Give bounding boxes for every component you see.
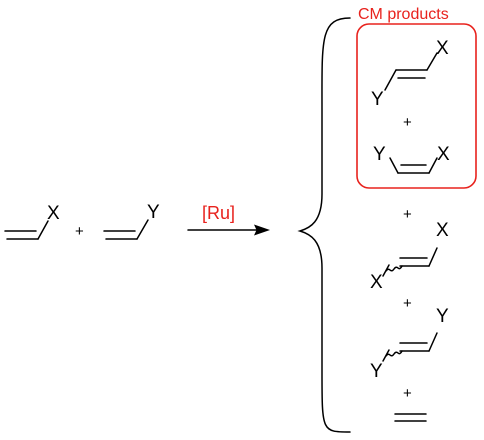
products-brace — [297, 17, 351, 433]
cm-product-trans: X Y — [371, 38, 449, 110]
cm-cis-x-label: X — [437, 144, 450, 165]
reactant2-substituent: Y — [147, 202, 160, 223]
cm-trans-y-label: Y — [371, 89, 384, 110]
cm-product-cis: Y X — [373, 144, 450, 174]
homo-y-top-label: Y — [436, 306, 449, 327]
cm-products-highlight-box — [356, 23, 477, 189]
reactant-vinyl-x: X — [4, 203, 60, 240]
cm-products-title: CM products — [358, 6, 449, 23]
homo-x-bottom-label: X — [370, 272, 383, 293]
homo-x-top-label: X — [436, 220, 449, 241]
reaction-arrow — [187, 224, 270, 236]
catalyst-label: [Ru] — [202, 203, 235, 223]
cm-plus-sign: + — [403, 114, 412, 131]
homo-y-bottom-label: Y — [370, 361, 383, 382]
cm-trans-x-label: X — [436, 38, 449, 59]
reactant-vinyl-y: Y — [103, 202, 160, 240]
reactant1-substituent: X — [47, 203, 60, 224]
homo-y-plus-sign: + — [403, 295, 412, 312]
ethylene-plus-sign: + — [403, 385, 412, 402]
homodimer-x: X X — [370, 220, 449, 293]
homodimer-y: Y Y — [370, 306, 449, 382]
cm-cis-y-label: Y — [373, 144, 386, 165]
reactant-plus-sign: + — [75, 223, 84, 240]
ethylene — [394, 413, 427, 422]
homo-x-plus-sign: + — [403, 206, 412, 223]
